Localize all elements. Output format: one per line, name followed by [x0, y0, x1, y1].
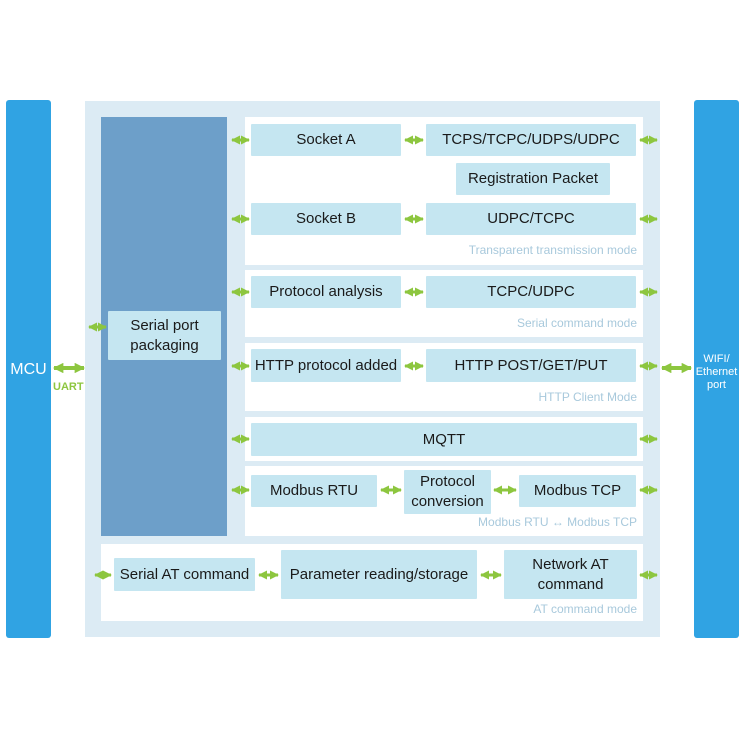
- wifi-ethernet-label: WIFI/ Ethernet port: [690, 351, 743, 393]
- ethernet-line: Ethernet: [695, 365, 738, 378]
- serial-at-command-box: Serial AT command: [114, 558, 255, 591]
- uart-label: UART: [53, 381, 84, 393]
- http-methods-box: HTTP POST/GET/PUT: [426, 349, 636, 382]
- socket-b-box: Socket B: [251, 203, 401, 235]
- http-protocol-added-box: HTTP protocol added: [251, 349, 401, 382]
- parameter-storage-box: Parameter reading/storage: [281, 550, 477, 599]
- serial-command-mode-label: Serial command mode: [516, 316, 637, 330]
- modbus-mode-label: Modbus RTU ↔ Modbus TCP: [478, 515, 637, 529]
- conversion-line-1: Protocol: [419, 473, 476, 490]
- registration-packet-box: Registration Packet: [456, 163, 610, 195]
- serial-port-packaging-box: Serial port packaging: [108, 311, 221, 360]
- mcu-bar: [6, 100, 51, 638]
- packaging-line-1: Serial port: [130, 316, 199, 334]
- mqtt-box: MQTT: [251, 423, 637, 456]
- at-mode-label: AT command mode: [533, 602, 637, 616]
- socket-a-box: Socket A: [251, 124, 401, 156]
- modbus-tcp-box: Modbus TCP: [519, 475, 636, 507]
- network-at-line-2: command: [537, 575, 604, 593]
- protocol-analysis-box: Protocol analysis: [251, 276, 401, 308]
- modbus-rtu-box: Modbus RTU: [251, 475, 377, 507]
- transparent-mode-label: Transparent transmission mode: [468, 243, 637, 257]
- wifi-line: WIFI/: [703, 352, 730, 365]
- packaging-line-2: packaging: [130, 336, 199, 354]
- network-at-command-box: Network AT command: [504, 550, 637, 599]
- conversion-line-2: conversion: [411, 493, 484, 510]
- socket-b-protocols-box: UDPC/TCPC: [426, 203, 636, 235]
- socket-a-protocols-box: TCPS/TCPC/UDPS/UDPC: [426, 124, 636, 156]
- protocol-conversion-box: Protocol conversion: [404, 470, 491, 514]
- port-line: port: [707, 378, 726, 391]
- wifi-ethernet-bar: [694, 100, 739, 638]
- mcu-label: MCU: [10, 361, 47, 378]
- http-mode-label: HTTP Client Mode: [538, 390, 637, 404]
- tcpc-udpc-box: TCPC/UDPC: [426, 276, 636, 308]
- network-at-line-1: Network AT: [532, 555, 609, 573]
